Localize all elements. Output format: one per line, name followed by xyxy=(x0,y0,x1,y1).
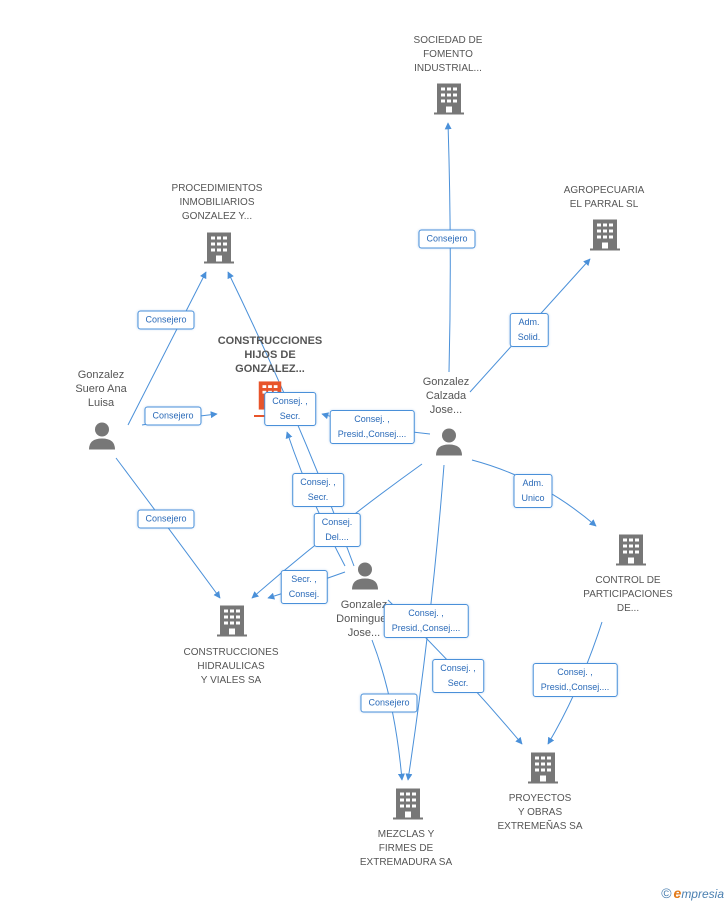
edge-suero-procedimientos xyxy=(127,271,207,426)
copyright-icon: © xyxy=(661,885,672,901)
edge-label[interactable]: Consejero xyxy=(137,509,195,529)
person-icon[interactable] xyxy=(350,561,380,596)
person-label-suero[interactable]: Gonzalez Suero Ana Luisa xyxy=(75,369,127,409)
building-icon[interactable] xyxy=(216,604,248,643)
person-icon[interactable] xyxy=(87,421,117,456)
edge-label[interactable]: Secr. , Consej. xyxy=(280,570,328,604)
edge-label[interactable]: Consej. , Secr. xyxy=(292,473,344,507)
company-label-procedimientos[interactable]: PROCEDIMIENTOS INMOBILIARIOS GONZALEZ Y.… xyxy=(171,183,263,222)
edge-label[interactable]: Consejero xyxy=(360,693,418,713)
building-icon[interactable] xyxy=(392,787,424,826)
edge-label[interactable]: Adm. Unico xyxy=(513,474,553,508)
building-icon[interactable] xyxy=(433,82,465,121)
edge-suero-hidraulicas xyxy=(115,457,221,599)
edge-calzada-sociedad xyxy=(444,122,452,373)
brand-name: mpresia xyxy=(681,887,724,901)
company-label-hidraulicas[interactable]: CONSTRUCCIONES HIDRAULICAS Y VIALES SA xyxy=(183,647,279,686)
edge-label[interactable]: Consejero xyxy=(418,229,476,249)
building-icon[interactable] xyxy=(589,218,621,257)
edge-label[interactable]: Consejero xyxy=(144,406,202,426)
company-label-agropecuaria[interactable]: AGROPECUARIA EL PARRAL SL xyxy=(563,185,645,210)
person-icon[interactable] xyxy=(434,427,464,462)
edge-label[interactable]: Consej. , Presid.,Consej.... xyxy=(329,410,415,444)
company-label-construcciones-hijos[interactable]: CONSTRUCCIONES HIJOS DE GONZALEZ... xyxy=(217,335,323,375)
building-icon[interactable] xyxy=(615,533,647,572)
brand-initial: e xyxy=(673,885,682,901)
person-label-dominguez[interactable]: Gonzalez Dominguez Jose... xyxy=(336,599,392,639)
copyright-brand[interactable]: ©empresia xyxy=(661,885,724,901)
building-icon[interactable] xyxy=(527,751,559,790)
company-label-mezclas[interactable]: MEZCLAS Y FIRMES DE EXTREMADURA SA xyxy=(359,829,453,868)
edge-label[interactable]: Consej. , Secr. xyxy=(264,392,316,426)
edge-label[interactable]: Consej. , Presid.,Consej.... xyxy=(383,604,469,638)
edge-label[interactable]: Consej. , Secr. xyxy=(432,659,484,693)
company-label-proyectos[interactable]: PROYECTOS Y OBRAS EXTREMEÑAS SA xyxy=(497,793,583,832)
edge-label[interactable]: Consej. , Presid.,Consej.... xyxy=(532,663,618,697)
edge-label[interactable]: Consej. Del.... xyxy=(313,513,361,547)
person-label-calzada[interactable]: Gonzalez Calzada Jose... xyxy=(422,376,470,416)
edge-label[interactable]: Consejero xyxy=(137,310,195,330)
company-label-sociedad[interactable]: SOCIEDAD DE FOMENTO INDUSTRIAL... xyxy=(413,35,483,74)
edge-label[interactable]: Adm. Solid. xyxy=(509,313,549,347)
company-label-control[interactable]: CONTROL DE PARTICIPACIONES DE... xyxy=(583,575,673,614)
building-icon[interactable] xyxy=(203,231,235,270)
